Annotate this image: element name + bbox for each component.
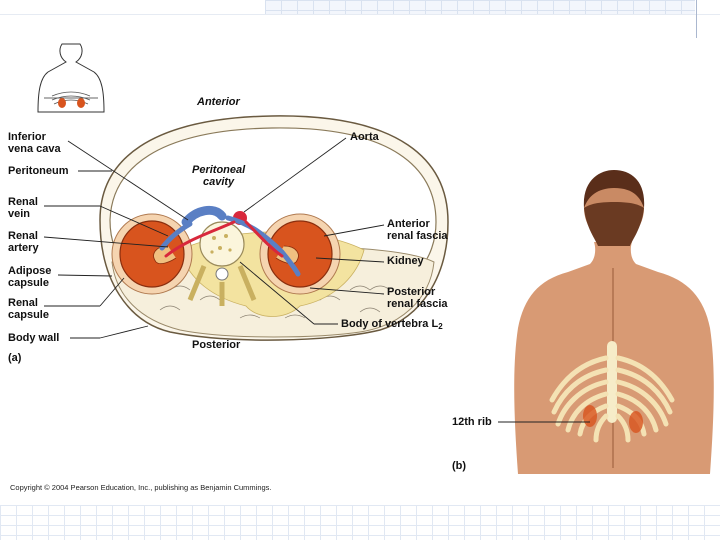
label-posterior: Posterior [192, 339, 241, 351]
vertebra-texture [210, 234, 232, 254]
back-photo [508, 168, 718, 474]
label-panel-b: (b) [452, 460, 467, 472]
right-renal-vein-vessel [225, 215, 301, 277]
label-peritoneum: Peritoneum [8, 165, 69, 177]
left-kidney [119, 220, 185, 288]
label-anterior-renal-fascia: Anterior renal fascia [387, 218, 448, 242]
label-anterior: Anterior [197, 96, 240, 108]
label-12th-rib: 12th rib [452, 416, 492, 428]
inferior-vena-cava-vessel [181, 205, 227, 227]
spine-and-ribs-overlay [549, 341, 675, 443]
label-posterior-renal-fascia: Posterior renal fascia [387, 286, 448, 310]
torso-thumbnail [37, 43, 105, 113]
footer-grid-band [0, 505, 720, 540]
spinal-canal [215, 267, 229, 281]
label-aorta: Aorta [350, 131, 379, 143]
right-renal-artery-vessel [244, 220, 284, 258]
label-renal-capsule: Renal capsule [8, 297, 49, 321]
left-renal-artery-vessel [164, 220, 236, 258]
left-renal-vein-vessel [159, 221, 193, 251]
label-adipose-capsule: Adipose capsule [8, 265, 52, 289]
label-inferior-vena-cava: Inferior vena cava [8, 131, 61, 155]
label-panel-a: (a) [8, 352, 22, 364]
header-grid-band [265, 0, 695, 14]
label-renal-artery: Renal artery [8, 230, 39, 254]
header-rule [0, 14, 720, 15]
copyright-notice: Copyright © 2004 Pearson Education, Inc.… [10, 483, 272, 492]
label-body-wall: Body wall [8, 332, 60, 344]
label-body-of-vertebra: Body of vertebra L2 [341, 318, 443, 333]
label-renal-vein: Renal vein [8, 196, 38, 220]
vertebral-arch [187, 265, 257, 306]
left-renal-pelvis [153, 245, 177, 265]
label-vertebra-subscript: 2 [438, 322, 443, 331]
left-kidney-photo [583, 405, 597, 427]
right-kidney [267, 220, 333, 288]
label-peritoneal-cavity: Peritoneal cavity [192, 164, 246, 188]
label-body-of-vertebra-text: Body of vertebra L [341, 318, 439, 330]
right-kidney-photo [629, 411, 643, 433]
leader-lines [43, 137, 385, 339]
label-kidney: Kidney [387, 255, 424, 267]
header-vertical-rule [696, 0, 697, 38]
hair [583, 170, 645, 208]
